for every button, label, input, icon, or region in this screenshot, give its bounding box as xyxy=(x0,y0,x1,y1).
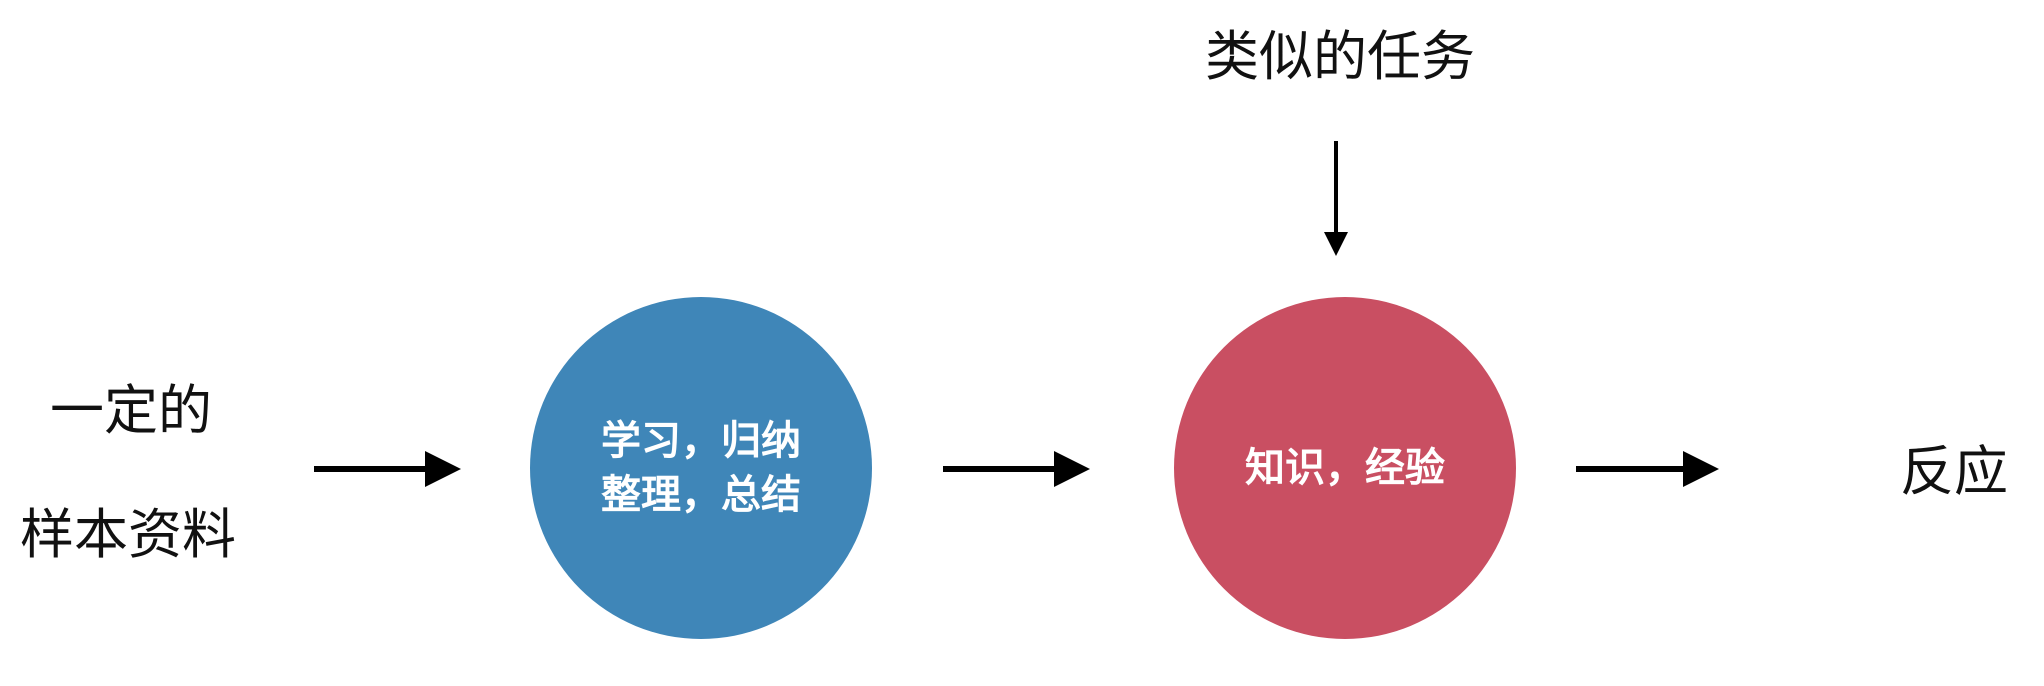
knowledge-label: 知识，经验 xyxy=(1245,445,1445,491)
process-node: 学习，归纳 整理，总结 xyxy=(530,297,872,639)
output-label: 反应 xyxy=(1900,440,2008,503)
input-label-line1: 一定的 xyxy=(50,379,212,442)
process-label-line1: 学习，归纳 xyxy=(601,418,801,464)
knowledge-node: 知识，经验 xyxy=(1174,297,1516,639)
process-label-line2: 整理，总结 xyxy=(601,472,801,518)
input-label-line2: 样本资料 xyxy=(20,503,236,566)
task-label: 类似的任务 xyxy=(1205,25,1475,88)
